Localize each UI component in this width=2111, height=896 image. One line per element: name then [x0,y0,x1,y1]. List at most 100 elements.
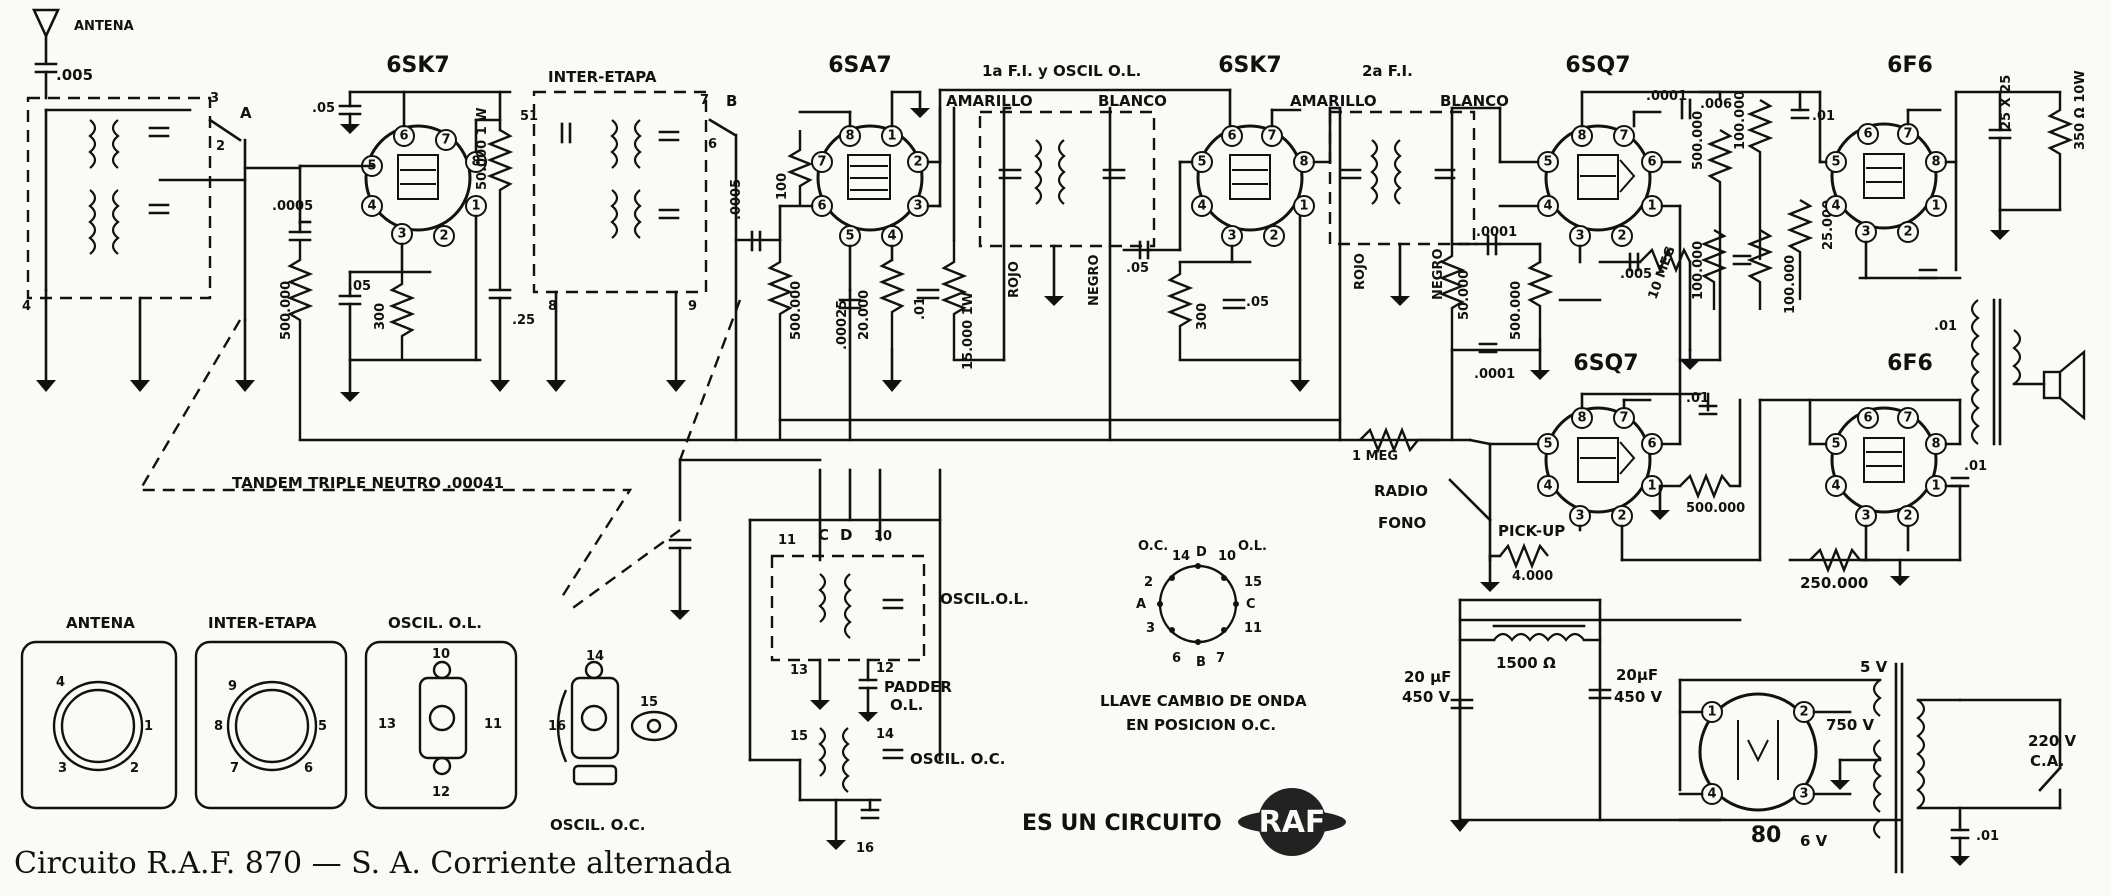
tube-5-name: 6F6 [1887,53,1933,78]
svg-text:5: 5 [845,229,854,244]
panel-oc-n14: 14 [586,649,604,664]
filter-cap-2b: 450 V [1614,688,1663,706]
interetapa-label: INTER-ETAPA [548,68,657,86]
v220-label: 220 V [2028,732,2077,750]
ws-c: C [1246,597,1256,612]
cap-01b-label: .01 [1812,109,1835,124]
panel-ol-n11: 11 [484,717,502,732]
svg-text:4: 4 [1197,199,1206,214]
cap-01d-label: .01 [1686,391,1709,406]
svg-text:4: 4 [367,199,376,214]
svg-text:2: 2 [439,229,448,244]
padder-ol-label: O.L. [890,696,923,714]
cap-0005a-label: .0005 [272,199,313,214]
svg-text:8: 8 [1931,437,1940,452]
resistor-4000 [1499,542,1549,570]
svg-text:3: 3 [913,199,922,214]
panel-antena-title: ANTENA [66,614,135,632]
resistor-300-a [388,272,416,360]
svg-text:2: 2 [1617,509,1626,524]
tube-7-6f6: 6 7 8 1 2 3 4 5 [1825,406,1947,527]
pin-51-label: 51 [520,109,538,124]
ws-11: 11 [1244,621,1262,636]
ws-10: 10 [1218,549,1236,564]
filter-cap-2: 20μF [1616,666,1658,684]
panel-oscil-oc [556,660,678,786]
antenna-symbol: ANTENA .005 [31,8,134,100]
resistor-100k-a [1746,98,1774,260]
panel-ol-n12: 12 [432,785,450,800]
pin-11-label: 11 [778,533,796,548]
fi1-coils [998,139,1126,205]
svg-text:8: 8 [1577,129,1586,144]
svg-text:8: 8 [845,129,854,144]
resistor-100 [786,130,814,206]
res-4000-label: 4.000 [1512,569,1553,584]
osc-ol-coils [818,573,904,639]
panel-ie-n6: 6 [304,761,313,776]
tube-3-6sk7: 6 7 8 1 2 3 4 5 [1191,124,1315,247]
antenna-coil-box [26,96,212,300]
cap-00025-label: .00025 [835,300,850,350]
tube-8-name: 80 [1751,823,1782,848]
fi1-box [978,110,1156,248]
amarillo-1: AMARILLO [946,92,1033,110]
svg-text:8: 8 [1299,155,1308,170]
tube-2-name: 6SA7 [828,53,892,78]
svg-text:1: 1 [1647,199,1656,214]
panel-interetapa-title: INTER-ETAPA [208,614,317,632]
resistor-500k-b [766,240,794,440]
cap-0001a-label: .0001 [1476,225,1517,240]
ws-a: A [1136,597,1146,612]
pin-8-label: 8 [548,299,557,314]
resistor-500k-e [1679,472,1740,500]
switch-a-label: A [240,104,252,122]
svg-text:6: 6 [1863,411,1872,426]
resistor-100k-b [1700,228,1728,310]
pin-15-label: 15 [790,729,808,744]
tube-1-6sk7: 6 7 8 1 2 3 4 5 [361,124,487,247]
resistor-300-b [1166,262,1194,360]
resistor-500k-d [1706,128,1734,260]
pickup-label: PICK-UP [1498,522,1565,540]
osc-oc-coils [818,727,850,793]
tube-6-6sq7: 8 7 6 1 2 3 4 5 [1537,406,1663,527]
svg-text:5: 5 [1543,155,1552,170]
resistor-350-10w [2046,92,2074,210]
svg-text:6: 6 [1647,155,1656,170]
ws-7: 7 [1216,651,1225,666]
pin-14-label: 14 [876,727,894,742]
speaker-icon [2012,349,2086,421]
tandem-link-dash-3 [569,529,681,611]
ws-15: 15 [1244,575,1262,590]
tube-8-80: 1 2 3 4 [1698,692,1818,812]
tube-4-6sq7: 8 7 6 1 2 3 4 5 [1537,124,1663,247]
resistor-100k-c [1746,228,1774,310]
res-300-a-label: 300 [373,303,388,330]
osc-ol-box [770,554,926,662]
cap-05-label: .05 [312,101,335,116]
res-500k-b-label: 500.000 [789,281,804,340]
panel-ie-n9: 9 [228,679,237,694]
svg-text:6: 6 [817,199,826,214]
res-50k-b-label: 50.000 [1457,270,1472,320]
resistor-50k [486,128,514,290]
antenna-label: ANTENA [74,19,134,34]
ws-14: 14 [1172,549,1190,564]
oscil-ol-label: OSCIL.O.L. [940,590,1029,608]
svg-text:7: 7 [817,155,826,170]
tube-2-6sa7: 8 1 2 3 4 5 6 7 [811,124,929,247]
panel-ie-n8: 8 [214,719,223,734]
panel-ie-n5: 5 [318,719,327,734]
svg-text:3: 3 [1799,787,1808,802]
fi2-coils [1340,139,1456,205]
svg-text:6: 6 [1863,127,1872,142]
fi2-box [1328,110,1476,246]
panel-ie-n7: 7 [230,761,239,776]
output-transformer [1970,298,2022,446]
fono-label: FONO [1378,514,1426,532]
svg-text:4: 4 [1543,199,1552,214]
panel-oc-n15: 15 [640,695,658,710]
schematic-title: Circuito R.A.F. 870 — S. A. Corriente al… [14,846,733,881]
